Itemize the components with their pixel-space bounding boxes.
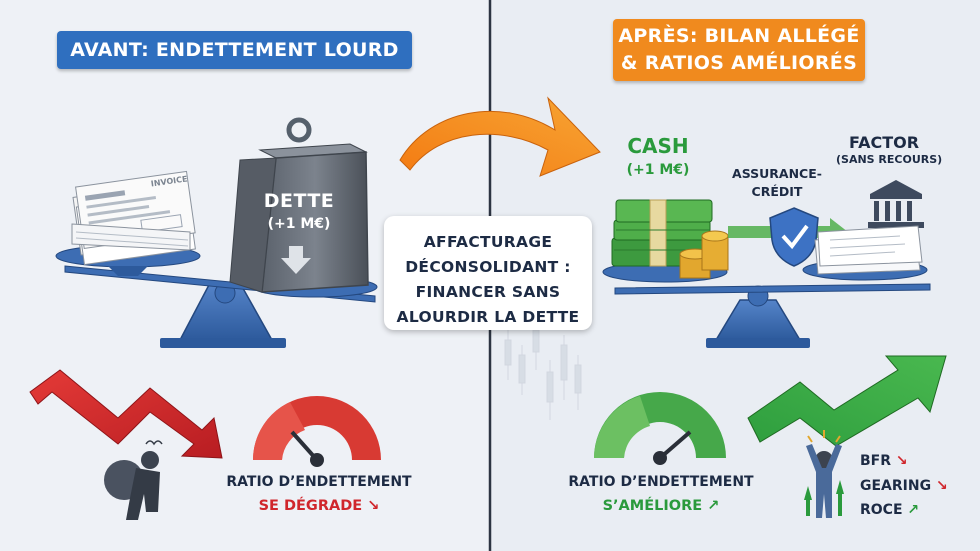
status-text: S’AMÉLIORE bbox=[602, 498, 703, 514]
up-arrow-icon: ↗ bbox=[707, 498, 720, 514]
kpi-label: GEARING bbox=[860, 478, 932, 494]
cash-amount: (+1 M€) bbox=[626, 162, 690, 178]
coins-icon bbox=[679, 230, 729, 279]
red-gauge-icon bbox=[253, 396, 381, 467]
after-title-badge: APRÈS: BILAN ALLÉGÉ & RATIOS AMÉLIORÉS bbox=[613, 19, 865, 81]
kpi-label: ROCE bbox=[860, 502, 903, 518]
invoice-stack-icon bbox=[814, 225, 923, 275]
down-arrow-icon: ↘ bbox=[935, 478, 948, 494]
down-trend-arrow-icon bbox=[29, 369, 223, 459]
factor-label: FACTOR bbox=[848, 133, 920, 152]
kpi-label: BFR bbox=[860, 453, 892, 469]
debt-label: DETTE bbox=[263, 190, 335, 212]
key-message-line: ALOURDIR LA DETTE bbox=[396, 308, 580, 326]
insurance-label-line2: CRÉDIT bbox=[751, 184, 803, 199]
debt-ratio-status-after: S’AMÉLIORE ↗ bbox=[566, 498, 756, 514]
after-title-line1: APRÈS: BILAN ALLÉGÉ bbox=[618, 25, 860, 47]
debt-ratio-status-before: SE DÉGRADE ↘ bbox=[221, 498, 417, 514]
kpi-bfr: BFR ↘ bbox=[860, 453, 908, 469]
factor-sublabel: (SANS RECOURS) bbox=[836, 153, 943, 166]
weight-icon bbox=[229, 117, 369, 293]
debt-ratio-label-before: RATIO D’ENDETTEMENT bbox=[226, 474, 412, 490]
happy-person-icon bbox=[804, 430, 844, 518]
insurance-label-line1: ASSURANCE- bbox=[732, 166, 822, 181]
debt-amount: (+1 M€) bbox=[267, 216, 331, 232]
key-message-line: FINANCER SANS bbox=[415, 283, 561, 301]
curved-arrow-icon bbox=[399, 96, 601, 177]
bank-icon bbox=[868, 180, 924, 228]
key-message-box: AFFACTURAGE DÉCONSOLIDANT : FINANCER SAN… bbox=[384, 216, 592, 330]
shield-check-icon bbox=[769, 207, 819, 267]
cash-label: CASH bbox=[627, 134, 689, 158]
key-message-line: DÉCONSOLIDANT : bbox=[405, 258, 571, 276]
key-message-line: AFFACTURAGE bbox=[423, 233, 553, 251]
up-arrow-icon: ↗ bbox=[907, 502, 920, 518]
before-title-badge: AVANT: ENDETTEMENT LOURD bbox=[57, 31, 412, 69]
down-arrow-icon: ↘ bbox=[367, 498, 380, 514]
after-title-line2: & RATIOS AMÉLIORÉS bbox=[620, 52, 858, 74]
status-text: SE DÉGRADE bbox=[258, 498, 363, 514]
kpi-gearing: GEARING ↘ bbox=[860, 478, 948, 494]
balance-scale-icon bbox=[55, 244, 378, 348]
stressed-person-icon bbox=[104, 440, 163, 520]
debt-ratio-label-after: RATIO D’ENDETTEMENT bbox=[568, 474, 754, 490]
up-trend-arrow-icon bbox=[747, 355, 947, 447]
kpi-roce: ROCE ↗ bbox=[860, 502, 919, 518]
invoice-stack-icon: INVOICE bbox=[71, 170, 196, 266]
green-gauge-icon bbox=[594, 392, 726, 465]
down-arrow-icon: ↘ bbox=[895, 453, 908, 469]
